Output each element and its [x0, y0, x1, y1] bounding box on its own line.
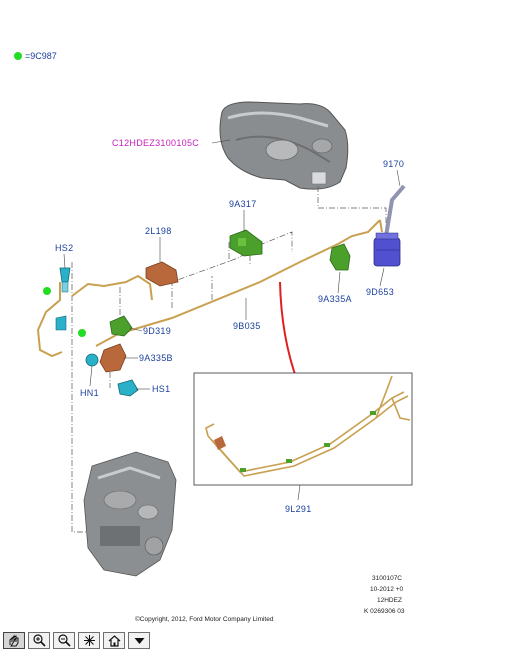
fuel-tank[interactable] — [219, 101, 349, 190]
label-9B035[interactable]: 9B035 — [233, 321, 261, 331]
tank-code-label[interactable]: C12HDEZ3100105C — [112, 138, 199, 148]
part-HS1[interactable] — [117, 379, 139, 397]
fit-extents-icon — [83, 635, 95, 646]
clip-9A335A[interactable] — [329, 243, 351, 271]
ref-line-3: 12HDEZ — [377, 597, 402, 604]
label-9170[interactable]: 9170 — [383, 159, 404, 169]
label-9D653[interactable]: 9D653 — [366, 287, 394, 297]
label-2L198[interactable]: 2L198 — [145, 226, 172, 236]
fit-extents-button[interactable] — [78, 632, 100, 649]
leader-9L291 — [297, 484, 301, 501]
legend-text: =9C987 — [25, 51, 57, 61]
engine-block[interactable] — [83, 451, 177, 577]
leader-9170 — [396, 169, 401, 187]
label-9A335B[interactable]: 9A335B — [139, 353, 173, 363]
menu-down-icon — [134, 638, 144, 644]
zoom-out-icon — [57, 634, 71, 647]
connector-dots-9C987 — [43, 287, 86, 337]
label-9A317[interactable]: 9A317 — [229, 199, 257, 209]
viewer-toolbar — [0, 631, 173, 650]
leader-9A335A — [337, 271, 341, 294]
green-dot-1[interactable] — [43, 287, 51, 295]
evap-canister-9D653[interactable] — [373, 232, 401, 267]
label-9L291[interactable]: 9L291 — [285, 504, 312, 514]
leader-HS2 — [63, 253, 66, 269]
bracket-2L198[interactable] — [145, 261, 179, 287]
label-9D319[interactable]: 9D319 — [143, 326, 171, 336]
ref-line-1: 3100107C — [372, 575, 402, 582]
label-HS1[interactable]: HS1 — [152, 384, 170, 394]
fuel-line-main[interactable] — [36, 219, 383, 358]
green-dot-2[interactable] — [78, 329, 86, 337]
zoom-in-button[interactable] — [28, 632, 50, 649]
ref-line-2: 10-2012 +0 — [370, 586, 403, 593]
leader-9D653 — [379, 267, 385, 287]
leader-9D319 — [129, 327, 143, 332]
legend: =9C987 — [14, 51, 57, 61]
zoom-in-icon — [32, 634, 46, 647]
copyright-text: ©Copyright, 2012, Ford Motor Company Lim… — [135, 615, 274, 623]
zoom-out-button[interactable] — [53, 632, 75, 649]
label-HS2[interactable]: HS2 — [55, 243, 73, 253]
label-9A335A[interactable]: 9A335A — [318, 294, 352, 304]
leader-HN1 — [89, 365, 93, 387]
detail-box[interactable] — [193, 372, 413, 486]
menu-down-button[interactable] — [128, 632, 150, 649]
legend-green-dot — [14, 52, 22, 60]
label-HN1[interactable]: HN1 — [80, 388, 99, 398]
part-HN1[interactable] — [85, 353, 99, 367]
parts-diagram: =9C987 C12HDEZ3100105C 9170 — [14, 51, 413, 623]
pan-hand-button[interactable] — [3, 632, 25, 649]
pan-hand-icon — [9, 634, 18, 647]
home-button[interactable] — [103, 632, 125, 649]
bracket-9A335B[interactable] — [99, 343, 127, 373]
ref-line-4: K 0269306 03 — [364, 608, 405, 615]
sensor-HS2[interactable] — [55, 267, 71, 331]
clip-9A317[interactable] — [229, 229, 263, 257]
clip-9D319[interactable] — [109, 315, 133, 337]
tank-leader — [211, 139, 231, 144]
footer-refs: 3100107C 10-2012 +0 12HDEZ K 0269306 03 … — [135, 575, 405, 623]
vent-tube-9170[interactable] — [384, 184, 406, 237]
home-icon — [108, 635, 120, 647]
